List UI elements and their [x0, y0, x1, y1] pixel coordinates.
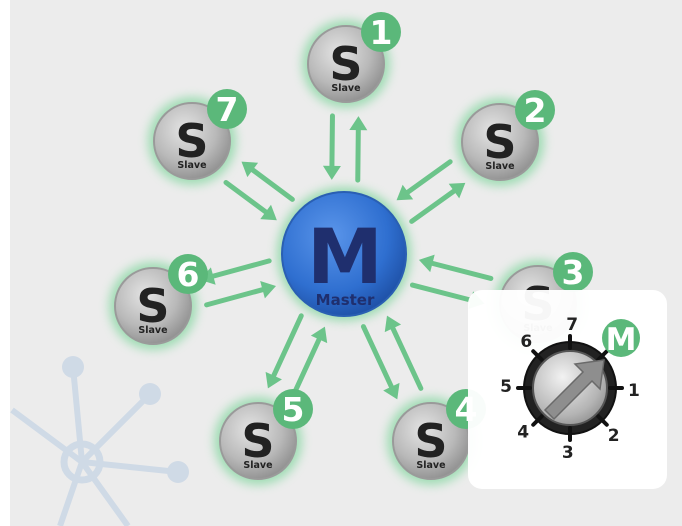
slave-number: 1	[370, 13, 393, 52]
switch-tick	[531, 349, 544, 362]
arrow-to-master-2	[396, 159, 453, 201]
slave-number-badge: 1	[361, 12, 401, 52]
connection-arrows	[199, 113, 494, 402]
arrow-to-slave-6	[199, 258, 272, 285]
switch-position-label: 2	[608, 426, 620, 446]
network-watermark-icon	[10, 356, 189, 526]
slave-letter: S	[329, 37, 362, 91]
rotary-switch[interactable]	[516, 334, 624, 442]
switch-position-labels: 1 2 3 4 5 6 7	[500, 315, 640, 463]
slave-number: 3	[562, 253, 585, 292]
arrow-to-master-4	[384, 315, 424, 391]
master-node: M Master	[277, 187, 411, 321]
slave-number: 2	[524, 91, 547, 130]
arrow-to-master-5	[289, 326, 328, 402]
slave-letter: S	[483, 115, 516, 169]
mode-badge-letter: M	[606, 322, 637, 358]
slave-body	[461, 103, 539, 181]
switch-position-label: 7	[566, 315, 578, 335]
slave-label: Slave	[331, 83, 360, 94]
slave-body	[307, 25, 385, 103]
arrow-to-master-6	[204, 280, 277, 308]
switch-position-label: 5	[500, 377, 512, 397]
arrow-to-slave-4	[360, 324, 400, 400]
address-switch-panel: 1 2 3 4 5 6 7 M	[468, 290, 667, 489]
switch-position-label: 6	[520, 332, 532, 352]
arrow-to-slave-5	[265, 313, 304, 389]
slave-label: Slave	[416, 460, 445, 471]
slave-number-badge: 5	[273, 389, 313, 429]
switch-tick	[531, 414, 544, 427]
arrow-to-master-3	[418, 254, 494, 281]
master-letter: M	[307, 212, 383, 301]
slave-number: 7	[216, 90, 239, 129]
arrow-to-slave-7	[241, 161, 295, 202]
slave-letter: S	[136, 279, 169, 333]
slave-number-badge: 7	[207, 89, 247, 129]
slave-letter: S	[241, 414, 274, 468]
slave-letter: S	[414, 414, 447, 468]
slave-label: Slave	[177, 160, 206, 171]
slave-number: 5	[282, 390, 305, 429]
arrow-to-slave-1	[349, 116, 368, 183]
slave-number-badge: 3	[553, 252, 593, 292]
arrow-to-master-1	[322, 113, 341, 180]
switch-tick	[596, 414, 609, 427]
master-label: Master	[316, 291, 375, 309]
knob-arrow-icon	[543, 359, 605, 421]
slave-label: Slave	[485, 161, 514, 172]
switch-position-label: 1	[628, 381, 640, 401]
switch-position-label: 4	[517, 423, 529, 443]
slave-body	[153, 102, 231, 180]
slave-number: 6	[177, 255, 200, 294]
switch-tick	[596, 349, 609, 362]
slave-body	[114, 267, 192, 345]
mode-badge: M	[602, 319, 640, 358]
slave-body	[219, 402, 297, 480]
arrow-to-master-7	[223, 179, 277, 221]
slave-label: Slave	[243, 460, 272, 471]
slave-number-badge: 6	[168, 254, 208, 294]
slave-letter: S	[175, 114, 208, 168]
slave-number-badge: 2	[515, 90, 555, 130]
slave-label: Slave	[138, 325, 167, 336]
switch-position-label: 3	[562, 443, 574, 463]
arrow-to-slave-2	[409, 182, 466, 224]
